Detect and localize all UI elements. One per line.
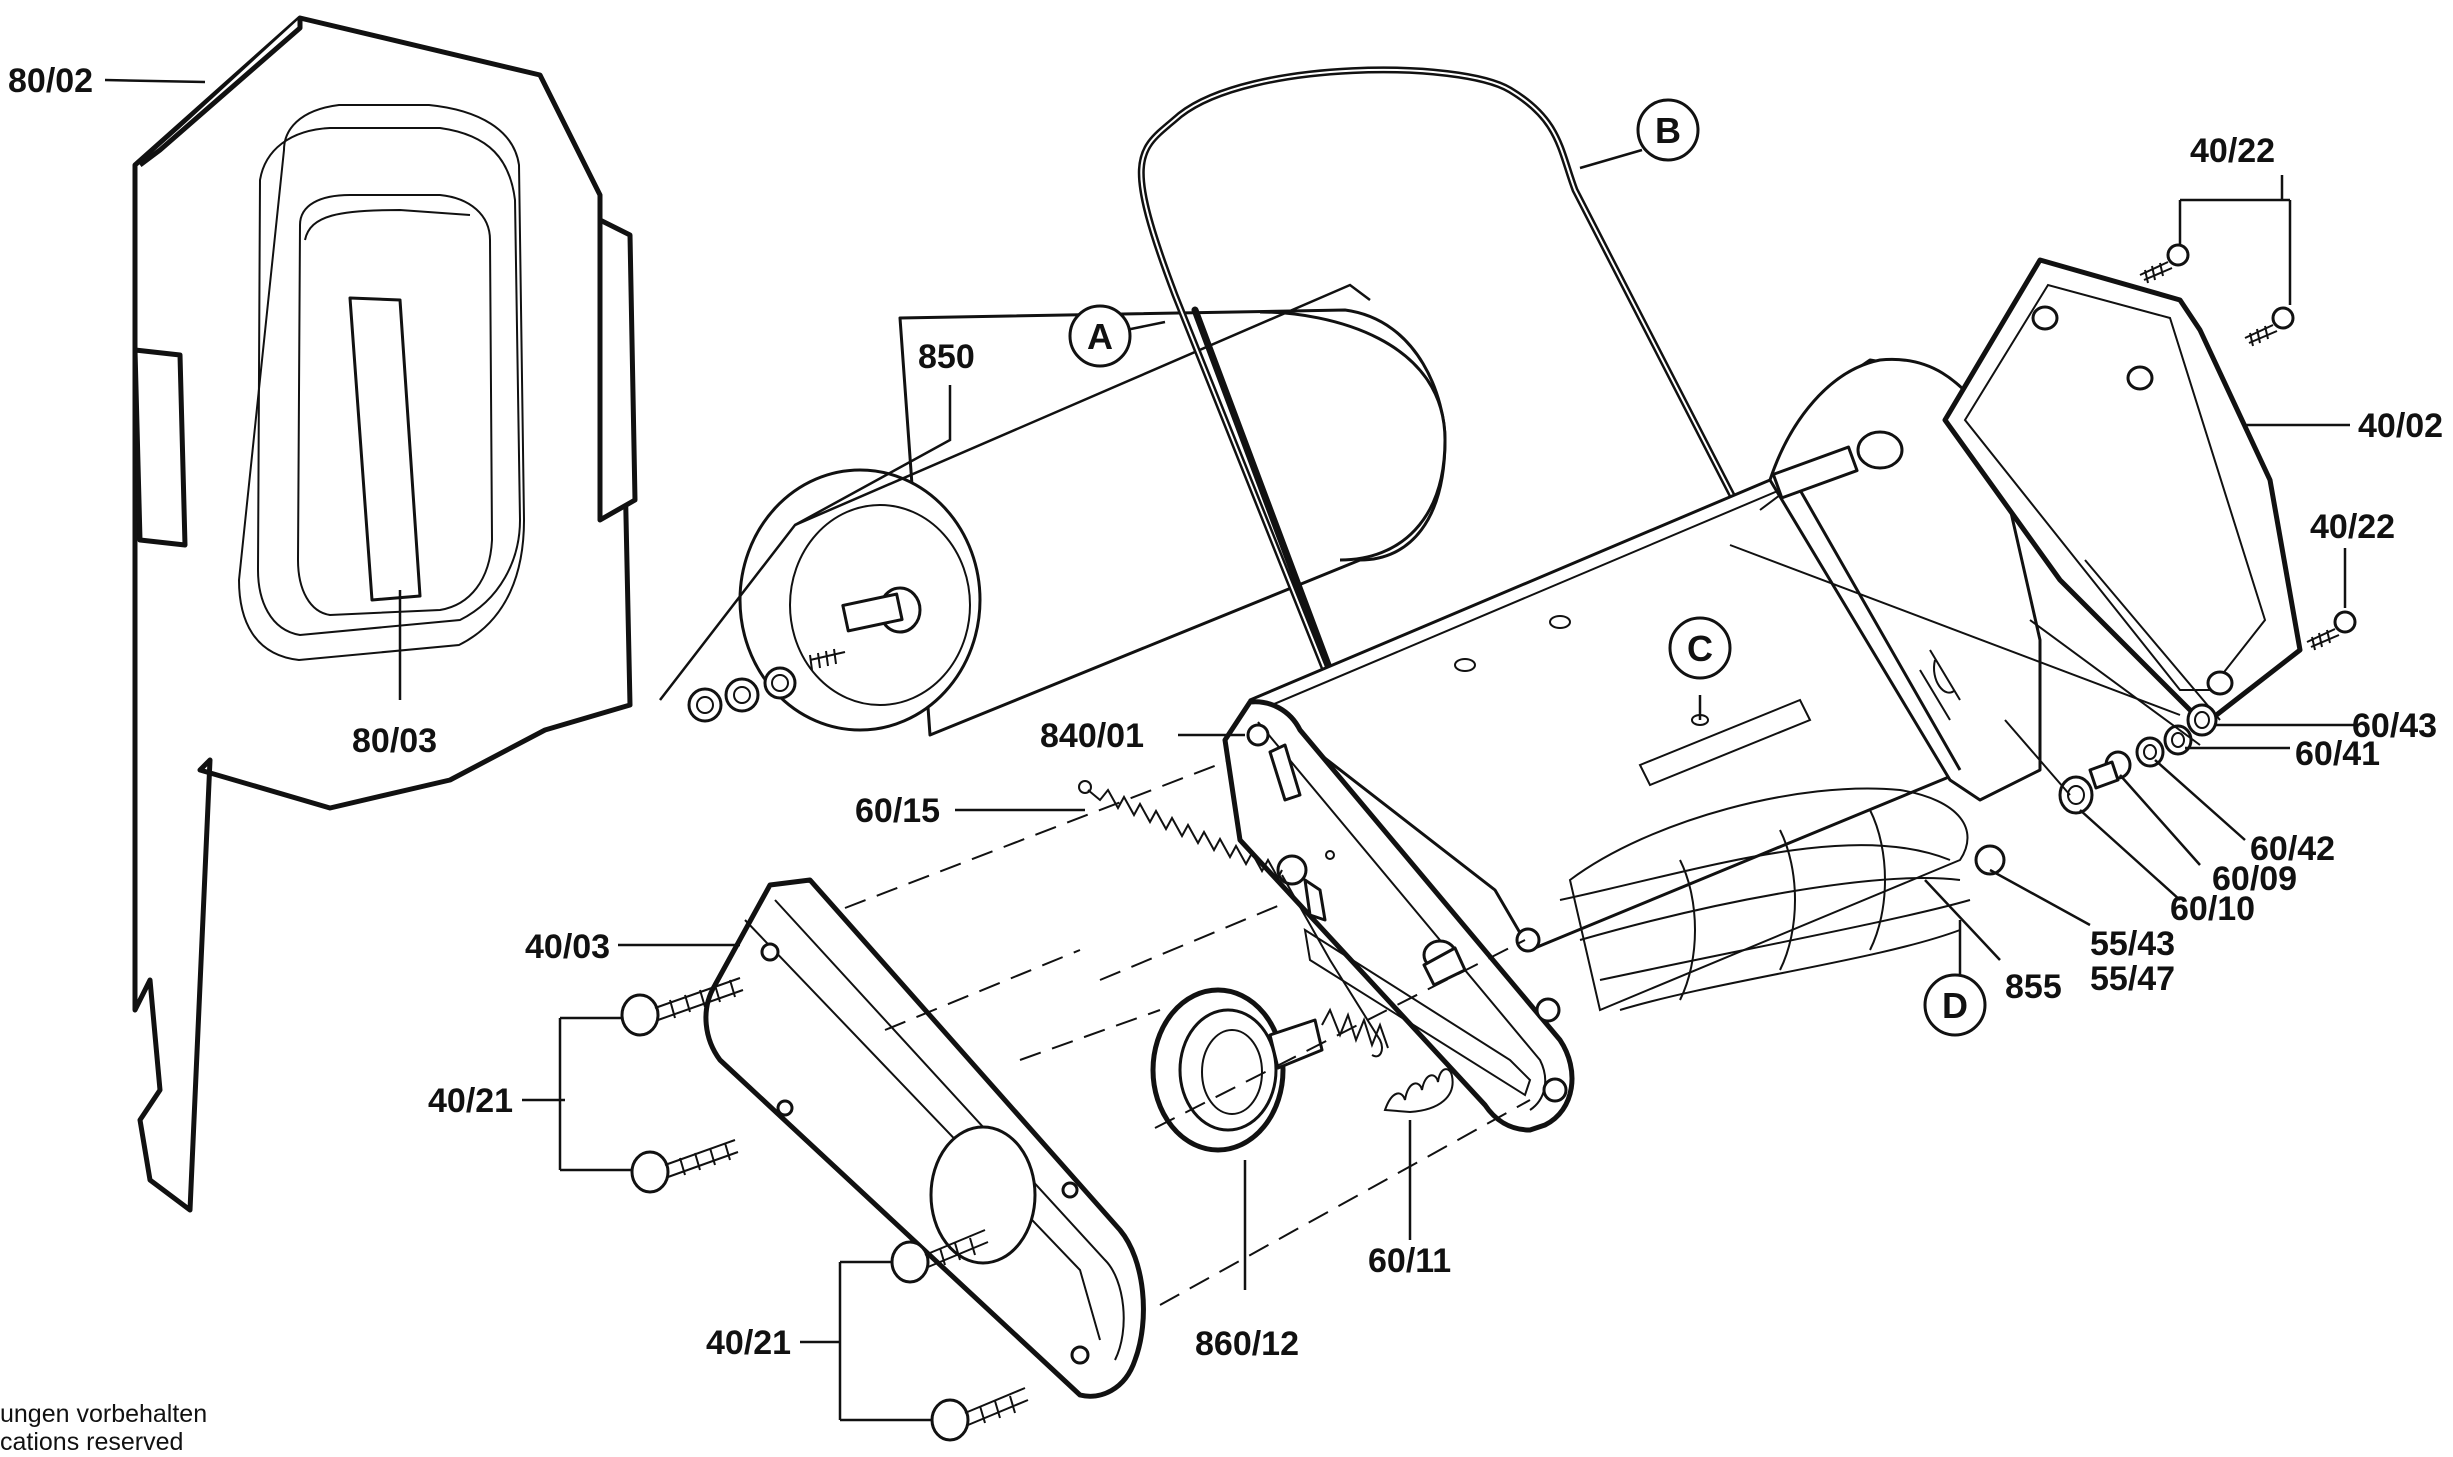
label-60-10: 60/10 (2170, 890, 2255, 928)
small-bearing-parts-drawing (2058, 703, 2218, 815)
label-80-02: 80/02 (8, 62, 93, 100)
assembly-guide-lines (844, 544, 2221, 1306)
callout-b-letter: B (1655, 110, 1681, 151)
leader-lines (104, 78, 2355, 1422)
right-side-cover-drawing (1942, 257, 2303, 723)
callout-d: D (1923, 973, 1987, 1037)
label-840-01: 840/01 (1040, 717, 1144, 755)
label-60-15: 60/15 (855, 792, 940, 830)
callout-a-letter: A (1087, 316, 1113, 357)
callout-d-letter: D (1942, 985, 1968, 1026)
screw-40-22-drawings (2139, 243, 2357, 651)
label-55-43: 55/43 (2090, 925, 2175, 963)
label-40-22-right: 40/22 (2310, 508, 2395, 546)
callout-c: C (1668, 616, 1732, 680)
cutting-reel-drawing (1559, 787, 2006, 1012)
screw-40-21-drawings (620, 977, 1029, 1442)
label-40-21-upper: 40/21 (428, 1082, 513, 1120)
label-60-41: 60/41 (2295, 735, 2380, 773)
footer-line-2: cations reserved (0, 1428, 183, 1456)
label-860-12: 860/12 (1195, 1325, 1299, 1363)
footer-note: ungen vorbehalten cations reserved (0, 1400, 207, 1456)
outer-cover-drawing (703, 877, 1146, 1399)
roller-bracket-line (659, 283, 1371, 701)
spring-60-11-drawing (1383, 1068, 1454, 1114)
part-labels: 80/02 80/03 850 840/01 60/15 40/03 40/21… (8, 62, 2443, 1363)
grass-box-drawing (132, 15, 638, 1213)
label-40-21-lower: 40/21 (706, 1324, 791, 1362)
callout-a: A (1068, 304, 1132, 368)
label-40-22-top: 40/22 (2190, 132, 2275, 170)
label-60-43: 60/43 (2352, 707, 2437, 745)
label-855: 855 (2005, 968, 2062, 1006)
left-side-frame-drawing (1222, 699, 1575, 1133)
label-60-42: 60/42 (2250, 830, 2335, 868)
adjuster-knob-drawing (1150, 939, 1467, 1153)
label-80-03: 80/03 (352, 722, 437, 760)
label-850: 850 (918, 338, 975, 376)
label-40-03: 40/03 (525, 928, 610, 966)
spring-60-15-drawing (1078, 780, 1383, 1058)
footer-line-1: ungen vorbehalten (0, 1400, 207, 1428)
roller-drawing (687, 308, 1447, 737)
label-60-09: 60/09 (2212, 860, 2297, 898)
callout-b: B (1636, 98, 1700, 162)
label-60-11: 60/11 (1368, 1242, 1451, 1280)
label-55-47: 55/47 (2090, 960, 2175, 998)
callout-c-letter: C (1687, 628, 1713, 669)
label-40-02: 40/02 (2358, 407, 2443, 445)
main-housing-drawing (1248, 357, 2042, 952)
